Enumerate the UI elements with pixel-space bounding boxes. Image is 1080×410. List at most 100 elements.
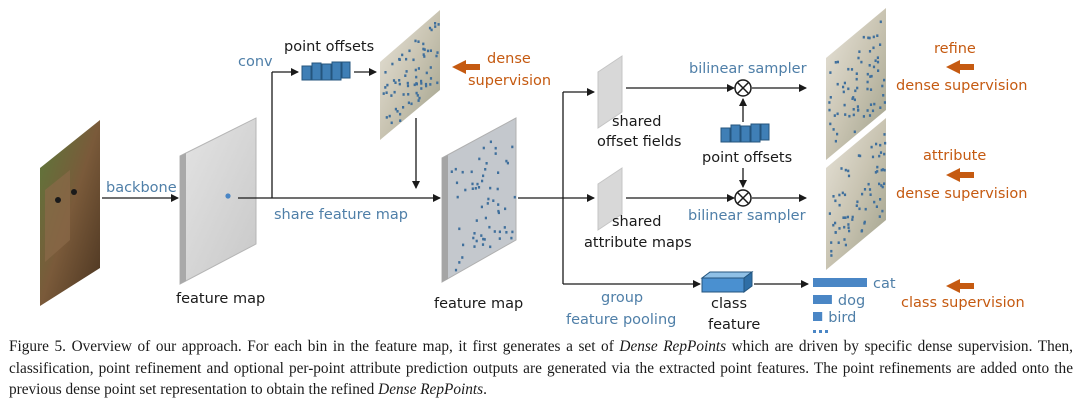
class-feature-label-1: class [711, 296, 747, 312]
point-dot [511, 145, 514, 149]
point-dot [477, 186, 481, 189]
point-dot [852, 96, 855, 99]
point-dot [398, 79, 401, 82]
caption-part-1: Figure 5. Overview of our approach. For … [9, 338, 620, 355]
point-dot [853, 98, 856, 102]
point-dot [852, 108, 855, 111]
point-dot [404, 74, 407, 77]
point-dot [496, 187, 499, 191]
point-dot [832, 223, 835, 227]
point-dot [497, 171, 500, 174]
point-dot [878, 154, 881, 158]
point-dot [399, 119, 402, 122]
point-dot [883, 152, 886, 156]
point-dot [482, 237, 485, 241]
point-dot [505, 231, 508, 234]
point-dot [843, 193, 847, 197]
point-dot [857, 56, 860, 60]
point-dot [429, 66, 432, 69]
point-dot [506, 161, 509, 165]
point-offsets-tensor-mid [720, 123, 770, 143]
point-dot [830, 241, 833, 244]
shared-attribute-maps-label-2: attribute maps [584, 235, 692, 251]
point-dot [420, 82, 423, 85]
point-dot [382, 92, 385, 95]
point-dot [422, 42, 425, 46]
point-dot [866, 80, 869, 84]
point-dot [860, 60, 863, 64]
point-dot [881, 185, 884, 189]
point-dot [470, 170, 473, 174]
dense-supervision-top-arrow [452, 60, 480, 74]
refine-supervision-label: dense supervision [896, 78, 1027, 94]
bilinear-sampler-top-op [734, 79, 752, 97]
point-dot [497, 211, 500, 215]
point-dot [405, 70, 408, 73]
point-dot [832, 128, 835, 131]
point-dot [847, 169, 850, 173]
point-dot [871, 155, 875, 159]
class-bar-bird [813, 312, 823, 321]
point-dot [492, 199, 495, 202]
point-dot [407, 93, 410, 96]
point-dot [493, 230, 496, 233]
point-dot [882, 94, 885, 97]
point-dot [857, 109, 860, 112]
input-image [40, 120, 100, 306]
point-dot [461, 170, 464, 174]
point-dot [848, 114, 851, 118]
attribute-label: attribute [923, 148, 986, 164]
point-dot [869, 88, 873, 91]
point-dot [843, 81, 846, 85]
point-dot [851, 97, 854, 100]
point-dot [437, 23, 440, 26]
point-dot [480, 234, 483, 237]
dense-points-image-top [380, 10, 440, 140]
point-dot [847, 87, 850, 91]
feature-map-2-label: feature map [434, 296, 523, 312]
dense-supervision-top-label-1: dense [487, 51, 531, 67]
point-dot [390, 121, 393, 125]
point-dot [435, 54, 438, 58]
class-label-bird: bird [828, 310, 856, 326]
point-dot [392, 79, 396, 82]
point-dot [429, 49, 432, 52]
point-dot [870, 145, 873, 149]
caption-italic-1: Dense RepPoints [619, 338, 727, 355]
point-dot [462, 243, 465, 247]
point-dot [505, 159, 508, 163]
point-offsets-top-label: point offsets [284, 39, 374, 55]
point-dot [504, 207, 507, 211]
point-dot [482, 174, 485, 178]
point-dot [417, 40, 420, 43]
point-dot [842, 85, 845, 89]
point-dot [483, 238, 486, 241]
point-dot [879, 20, 882, 24]
shared-offset-fields-label-2: offset fields [597, 134, 681, 150]
point-dot [883, 133, 886, 136]
point-dot [398, 57, 401, 61]
class-bar-dog [813, 295, 832, 304]
class-label-dog: dog [838, 293, 865, 309]
point-dot [481, 243, 485, 246]
point-dot [420, 79, 423, 83]
point-dot [420, 87, 423, 90]
class-feature-label-2: feature [708, 317, 760, 333]
point-dot [876, 60, 880, 64]
point-dot [872, 46, 875, 50]
point-dot [868, 114, 872, 117]
point-dot [828, 101, 831, 104]
point-dot [405, 57, 408, 61]
point-dot [454, 167, 457, 171]
point-dot [402, 106, 405, 109]
point-dot [873, 102, 876, 106]
point-dot [871, 109, 875, 113]
point-dot [386, 83, 389, 87]
point-dot [861, 192, 864, 196]
point-dot [867, 36, 870, 40]
point-dot [391, 62, 394, 66]
point-dot [843, 238, 846, 241]
point-dot [471, 182, 474, 186]
point-dot [398, 82, 401, 86]
